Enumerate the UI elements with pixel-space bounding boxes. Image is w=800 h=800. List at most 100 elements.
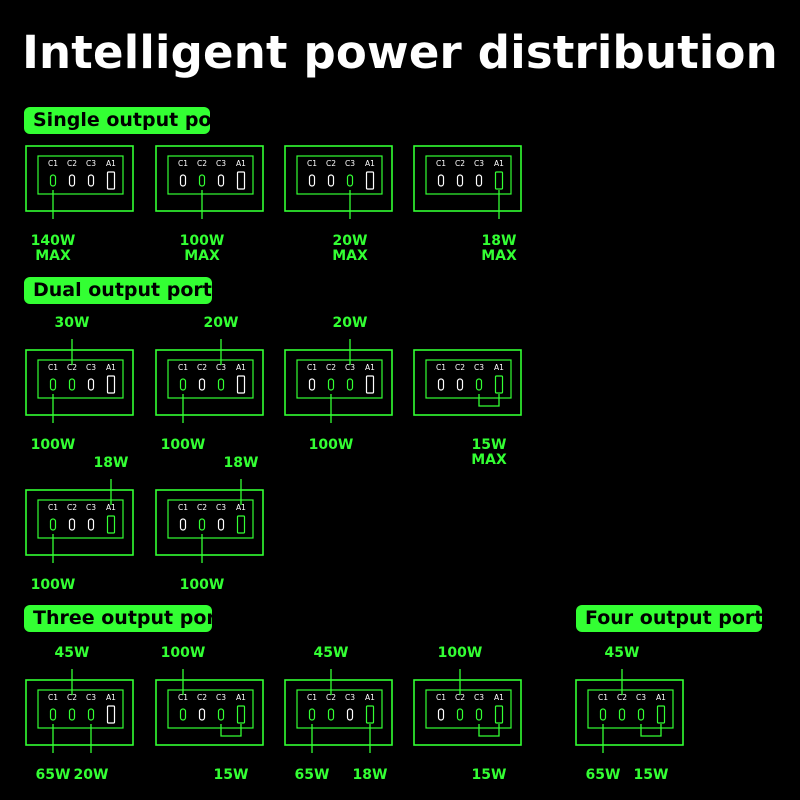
- usb-c-port-icon: [49, 174, 57, 187]
- port-name-label: A1: [236, 503, 246, 512]
- usb-c-port-icon: [217, 174, 225, 187]
- usb-c-port-icon: [308, 708, 316, 721]
- port-name-label: C1: [178, 363, 188, 372]
- wattage-label: 100W: [180, 233, 225, 249]
- port-name-label: C1: [307, 693, 317, 702]
- wattage-label: 100W: [161, 437, 206, 453]
- port-panel: [167, 499, 254, 539]
- wattage-label: 15W: [472, 767, 507, 783]
- port-name-label: A1: [236, 693, 246, 702]
- wattage-label: 18W: [482, 233, 517, 249]
- port-name-label: C1: [48, 363, 58, 372]
- port-name-label: C3: [636, 693, 646, 702]
- port-panel: [37, 499, 124, 539]
- port-name-label: C2: [326, 363, 336, 372]
- port-name-label: A1: [365, 363, 375, 372]
- usb-a-port-icon: [106, 375, 116, 394]
- port-name-label: C3: [216, 159, 226, 168]
- usb-c-port-icon: [179, 518, 187, 531]
- bracket-line: [478, 724, 500, 737]
- port-name-label: C3: [474, 363, 484, 372]
- port-panel: [296, 689, 383, 729]
- usb-c-port-icon: [198, 708, 206, 721]
- usb-c-port-icon: [49, 378, 57, 391]
- port-name-label: C3: [86, 159, 96, 168]
- usb-c-port-icon: [475, 378, 483, 391]
- port-name-label: C3: [345, 363, 355, 372]
- usb-c-port-icon: [87, 708, 95, 721]
- port-name-label: C2: [67, 159, 77, 168]
- port-name-label: C1: [178, 503, 188, 512]
- usb-c-port-icon: [346, 174, 354, 187]
- port-name-label: C1: [307, 159, 317, 168]
- usb-a-port-icon: [494, 171, 504, 190]
- wattage-label: 18W: [224, 455, 259, 471]
- port-name-label: A1: [494, 693, 504, 702]
- usb-c-port-icon: [437, 378, 445, 391]
- wattage-label: 100W: [438, 645, 483, 661]
- wattage-label: 20W: [74, 767, 109, 783]
- wattage-label: 100W: [31, 577, 76, 593]
- card-outer-frame: [284, 145, 393, 212]
- usb-a-port-icon: [236, 171, 246, 190]
- max-label: MAX: [184, 248, 220, 264]
- card-outer-frame: [155, 489, 264, 556]
- port-name-label: C2: [326, 693, 336, 702]
- usb-c-port-icon: [456, 174, 464, 187]
- port-name-label: C2: [326, 159, 336, 168]
- port-panel: [296, 359, 383, 399]
- card-outer-frame: [413, 349, 522, 416]
- port-name-label: C1: [307, 363, 317, 372]
- usb-a-port-icon: [106, 515, 116, 534]
- port-name-label: A1: [106, 503, 116, 512]
- section-label-three: Three output ports: [24, 605, 236, 632]
- usb-c-port-icon: [49, 518, 57, 531]
- usb-c-port-icon: [618, 708, 626, 721]
- usb-c-port-icon: [327, 708, 335, 721]
- usb-c-port-icon: [346, 708, 354, 721]
- usb-c-port-icon: [87, 378, 95, 391]
- wattage-label: 15W: [472, 437, 507, 453]
- port-name-label: C1: [436, 159, 446, 168]
- port-panel: [167, 689, 254, 729]
- bracket-line: [640, 724, 662, 737]
- port-name-label: C2: [197, 503, 207, 512]
- usb-a-port-icon: [494, 705, 504, 724]
- wattage-label: 20W: [333, 315, 368, 331]
- card-outer-frame: [413, 679, 522, 746]
- usb-a-port-icon: [365, 375, 375, 394]
- usb-c-port-icon: [456, 708, 464, 721]
- port-name-label: C2: [455, 693, 465, 702]
- usb-c-port-icon: [475, 174, 483, 187]
- port-name-label: C3: [216, 693, 226, 702]
- max-label: MAX: [332, 248, 368, 264]
- card-outer-frame: [155, 145, 264, 212]
- port-name-label: A1: [365, 693, 375, 702]
- wattage-label: 140W: [31, 233, 76, 249]
- wattage-label: 100W: [31, 437, 76, 453]
- port-name-label: A1: [365, 159, 375, 168]
- usb-c-port-icon: [308, 174, 316, 187]
- port-panel: [296, 155, 383, 195]
- wattage-label: 100W: [161, 645, 206, 661]
- port-name-label: C2: [455, 159, 465, 168]
- port-panel: [587, 689, 674, 729]
- usb-a-port-icon: [365, 705, 375, 724]
- port-panel: [37, 689, 124, 729]
- port-name-label: C1: [436, 363, 446, 372]
- usb-c-port-icon: [327, 378, 335, 391]
- port-name-label: A1: [494, 159, 504, 168]
- usb-c-port-icon: [179, 378, 187, 391]
- port-panel: [167, 155, 254, 195]
- port-name-label: C3: [86, 503, 96, 512]
- page-title: Intelligent power distribution: [22, 26, 778, 79]
- port-name-label: C2: [197, 159, 207, 168]
- port-name-label: A1: [656, 693, 666, 702]
